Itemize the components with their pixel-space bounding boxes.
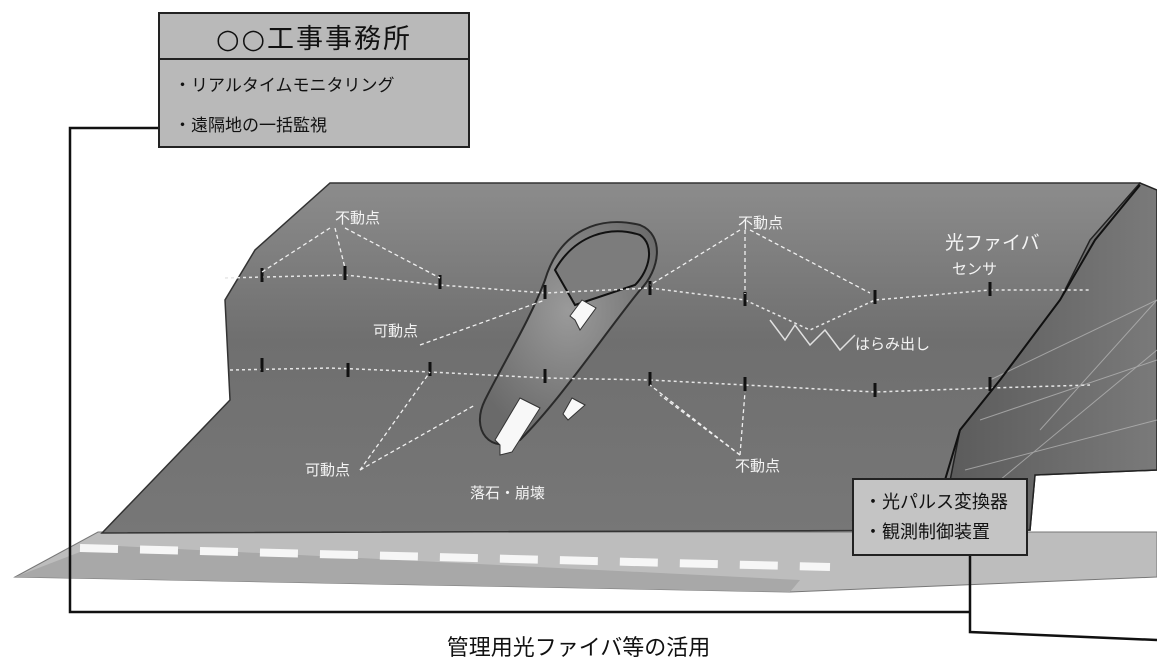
label-fiber-sensor-2: センサ — [952, 260, 998, 278]
office-box: ○○工事事務所 ・リアルタイムモニタリング ・遠隔地の一括監視 — [158, 12, 470, 148]
label-movable-point-1: 可動点 — [373, 322, 419, 340]
label-collapse: 落石・崩壊 — [470, 484, 546, 502]
leader-lines — [261, 227, 871, 471]
office-title: ○○工事事務所 — [160, 14, 468, 60]
label-fiber-sensor-1: 光ファイバ — [945, 232, 1040, 254]
detached-block — [553, 230, 651, 307]
bulge-marker — [769, 319, 856, 352]
right-face-grid — [964, 299, 1157, 481]
office-feature-list: ・リアルタイムモニタリング ・遠隔地の一括監視 — [160, 60, 468, 146]
label-bulge: はらみ出し — [855, 335, 931, 353]
converter-item: ・観測制御装置 — [864, 522, 990, 543]
converter-item: ・光パルス変換器 — [864, 492, 1008, 513]
fiber-sensor-upper — [224, 274, 1090, 331]
label-movable-point-2: 可動点 — [305, 461, 351, 479]
office-cable — [68, 126, 970, 614]
label-fixed-point-3: 不動点 — [735, 457, 781, 475]
office-feature-item: ・遠隔地の一括監視 — [174, 116, 327, 136]
sensor-anchors — [260, 266, 992, 397]
label-fixed-point-2: 不動点 — [738, 214, 784, 232]
converter-box: ・光パルス変換器 ・観測制御装置 — [852, 478, 1028, 556]
road-center-line — [79, 544, 831, 571]
road-front-edge — [15, 545, 800, 592]
office-feature-item: ・リアルタイムモニタリング — [174, 76, 395, 96]
diagram-caption: 管理用光ファイバ等の活用 — [446, 636, 711, 661]
label-fixed-point-1: 不動点 — [335, 209, 381, 227]
movement-arrows — [494, 299, 597, 456]
converter-cable — [968, 556, 1157, 642]
